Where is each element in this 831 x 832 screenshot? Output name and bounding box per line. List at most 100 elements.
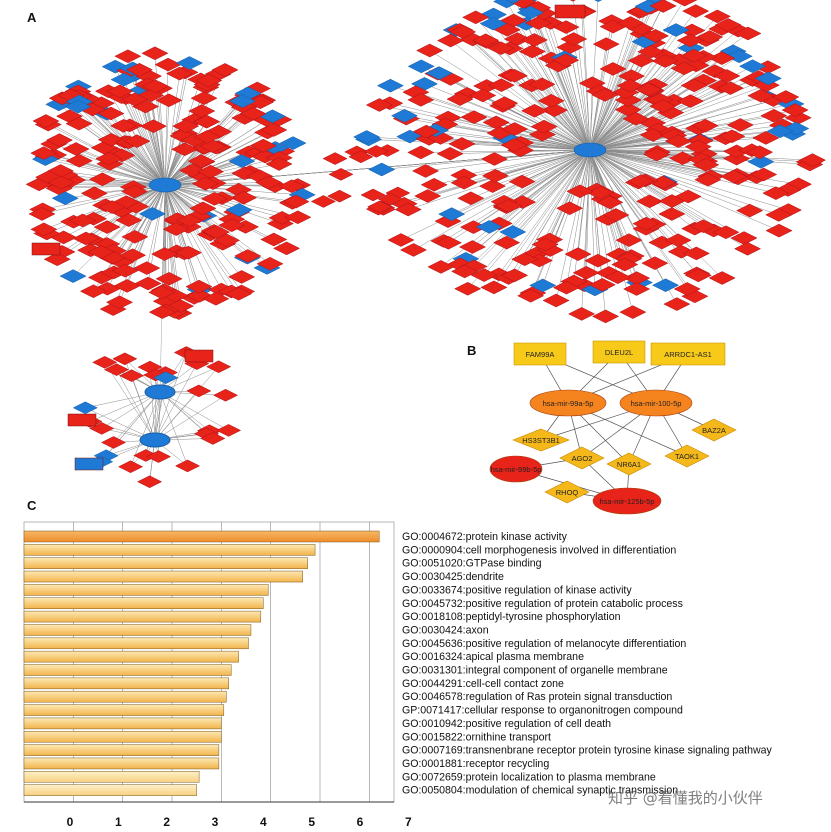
network-a-node-target (231, 166, 259, 181)
network-a-edge (493, 149, 591, 288)
network-a-node-target (480, 152, 509, 166)
network-a-node-minor (376, 78, 404, 93)
bar (23, 690, 227, 703)
network-a-node-minor (390, 108, 419, 123)
network-a-node-target (121, 92, 149, 107)
x-tick-label: 3 (212, 815, 219, 829)
network-a-node-target (518, 44, 546, 59)
network-a-node-target (746, 145, 774, 159)
network-a-node-target (487, 41, 515, 55)
network-a-edge (577, 149, 591, 255)
network-a-node-target (416, 43, 444, 58)
network-a-node-target (670, 61, 698, 76)
network-a-node-target (663, 297, 691, 311)
network-a-node-target (162, 222, 190, 236)
network-a-node-target (202, 225, 231, 239)
network-a-node-target (591, 88, 619, 102)
network-a-node-target (457, 191, 485, 206)
network-a-edge (530, 12, 591, 151)
chart-bars (23, 530, 380, 796)
network-a-edge (589, 30, 739, 151)
network-a-node-target (762, 186, 790, 200)
network-a-node-target (632, 216, 660, 231)
network-a-node-target (680, 48, 708, 63)
network-a-edge (512, 149, 591, 233)
gene-node (664, 444, 710, 468)
network-a-node-minor (594, 0, 603, 3)
network-a-edge (467, 149, 591, 289)
network-a-node-target (501, 268, 529, 283)
network-a-edge (483, 149, 591, 276)
network-a-edge (589, 149, 599, 261)
network-a-node-minor (766, 124, 794, 139)
network-a-node-target (97, 106, 125, 121)
network-a-node-target (635, 82, 663, 97)
network-a-edge (589, 87, 731, 151)
network-a-node-target (615, 233, 643, 247)
network-a-node-minor (110, 72, 138, 87)
gene-node (691, 418, 737, 442)
network-a-edge (589, 149, 779, 216)
network-a-edge (59, 184, 166, 187)
network-a-edge (145, 106, 166, 186)
network-a-node-target (556, 201, 584, 216)
network-a-edge (149, 367, 156, 441)
network-a-node-target (462, 10, 490, 25)
network-a-node-target (125, 62, 154, 77)
network-a-hub-small-1 (144, 384, 176, 400)
network-a-node-target (278, 179, 306, 194)
network-a-edge (506, 149, 591, 243)
network-a-node-target (218, 218, 246, 233)
lncrna-label: DLEU2L (605, 348, 633, 357)
network-a-node-target (213, 388, 239, 402)
network-a-edge (573, 0, 591, 151)
network-a-node-target (394, 202, 422, 217)
bar (23, 624, 252, 636)
gene-label: RHOQ (556, 488, 579, 497)
network-a-edge (164, 184, 232, 220)
go-term-label: GO:0007169:transnenbrane receptor protei… (402, 745, 773, 757)
network-a-node-minor (479, 16, 507, 31)
bar (23, 677, 229, 690)
network-a-hub-left (148, 177, 182, 193)
x-tick-label: 6 (357, 815, 364, 829)
network-a-node-target (611, 257, 639, 272)
network-a-node-target (106, 84, 134, 99)
gene-label: TAOK1 (675, 452, 699, 461)
go-term-label: GO:0050804:modulation of chemical synapt… (402, 785, 678, 797)
network-a-edge (565, 60, 591, 151)
network-a-node-target (493, 235, 521, 250)
network-a-node-minor (368, 162, 396, 177)
network-a-node-target (572, 265, 600, 280)
network-a-node-target (377, 192, 403, 206)
network-a-node-target (197, 164, 225, 179)
network-a-node-target (694, 172, 722, 187)
network-a-edge (558, 65, 591, 151)
network-a-node-minor (228, 94, 256, 108)
network-a-node-target (95, 151, 123, 166)
network-a-node-target (552, 53, 580, 67)
network-a-edge (155, 86, 166, 186)
network-a-edge (164, 184, 239, 294)
network-a-node-rect (74, 457, 104, 471)
network-a-edge (589, 94, 606, 151)
network-a-edge (164, 184, 211, 235)
network-a-node-target (123, 134, 151, 148)
network-a-node-target (32, 114, 60, 128)
network-a-edge (159, 391, 229, 431)
network-a-edge (589, 106, 664, 151)
gene-node (544, 480, 590, 504)
network-a-node-target (200, 432, 226, 445)
network-a-node-target (472, 33, 500, 48)
network-a-node-target (43, 252, 71, 267)
network-a-node-minor (505, 0, 521, 4)
network-a-node-target (637, 44, 665, 59)
network-a-edge (589, 149, 776, 194)
network-a-node-target (449, 25, 477, 39)
network-a-node-target (671, 0, 698, 7)
network-a-node-target (28, 207, 56, 221)
network-a-edge (492, 149, 591, 187)
network-a-node-minor (725, 49, 753, 64)
network-a-node-target (87, 245, 115, 259)
network-a-node-target (193, 114, 221, 129)
